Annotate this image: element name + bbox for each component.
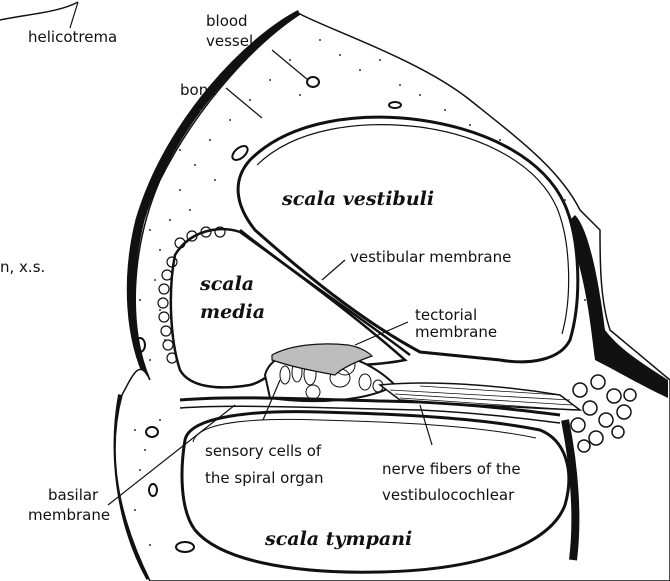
label-basilar: basilar bbox=[48, 486, 99, 504]
label-scala-vestibuli: scala vestibuli bbox=[281, 188, 434, 210]
helicotrema-arc-line bbox=[0, 2, 78, 20]
label-cut-caption: n, x.s. bbox=[0, 258, 45, 276]
label-tectorial-membrane: membrane bbox=[415, 323, 497, 341]
label-basilar-membrane: membrane bbox=[28, 506, 110, 524]
label-vestibulocochlear: vestibulocochlear bbox=[382, 486, 515, 504]
label-blood: blood bbox=[206, 12, 248, 30]
label-media: media bbox=[200, 301, 265, 323]
label-nerve-fibers: nerve fibers of the bbox=[382, 460, 521, 478]
label-vessel: vessel bbox=[206, 32, 253, 50]
label-scala: scala bbox=[199, 273, 254, 295]
label-tectorial: tectorial bbox=[415, 306, 477, 324]
label-bone: bone bbox=[180, 81, 217, 99]
label-vestibular-membrane: vestibular membrane bbox=[350, 248, 511, 266]
label-spiral-organ: the spiral organ bbox=[205, 469, 323, 487]
label-sensory-cells: sensory cells of bbox=[205, 442, 322, 460]
label-scala-tympani: scala tympani bbox=[264, 528, 412, 550]
label-helicotrema: helicotrema bbox=[28, 28, 117, 46]
